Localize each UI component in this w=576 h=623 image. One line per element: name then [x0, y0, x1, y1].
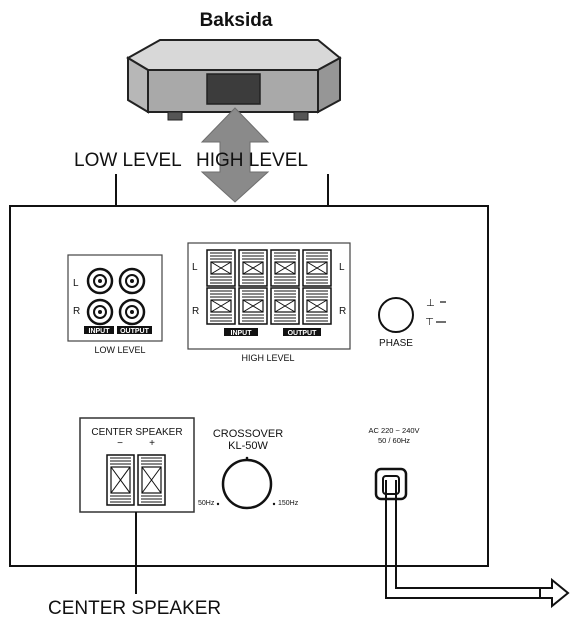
subwoofer-unit-illustration [126, 39, 342, 121]
center-speaker-terminal-title: CENTER SPEAKER [91, 427, 182, 438]
rca-jack-output-l[interactable] [118, 267, 146, 295]
low-level-input-tag: INPUT [89, 328, 111, 335]
high-level-terminal-bottom-2[interactable] [238, 287, 268, 325]
power-cord [385, 480, 540, 599]
high-level-left-r: R [192, 306, 199, 317]
center-speaker-callout: CENTER SPEAKER [48, 598, 221, 619]
crossover-knob[interactable] [221, 458, 273, 510]
low-level-callout: LOW LEVEL [74, 150, 182, 171]
high-level-terminal-bottom-3[interactable] [270, 287, 300, 325]
high-level-terminal-block[interactable] [206, 249, 332, 325]
high-level-input-tag: INPUT [231, 330, 253, 337]
crossover-max-label: 150Hz [278, 500, 299, 507]
rca-jack-output-r[interactable] [118, 298, 146, 326]
crossover-scale-dot-max [272, 502, 276, 506]
rca-jack-input-r[interactable] [86, 298, 114, 326]
high-level-terminal-bottom-1[interactable] [206, 287, 236, 325]
low-level-channel-l: L [73, 278, 79, 289]
crossover-scale-dot-min [216, 502, 220, 506]
high-level-right-r: R [339, 306, 346, 317]
center-speaker-terminal-group: CENTER SPEAKER − + [79, 417, 195, 513]
crossover-scale-dot-mid [245, 456, 249, 460]
center-speaker-terminal-minus[interactable] [106, 454, 135, 506]
crossover-title-line2: KL-50W [228, 440, 268, 452]
center-speaker-terminal-plus[interactable] [137, 454, 166, 506]
high-level-output-tag: OUTPUT [288, 330, 318, 337]
high-level-terminal-top-1[interactable] [206, 249, 236, 287]
rca-jack-input-l[interactable] [86, 267, 114, 295]
high-level-caption: HIGH LEVEL [241, 353, 294, 363]
high-level-callout: HIGH LEVEL [196, 150, 308, 171]
center-speaker-minus: − [117, 438, 123, 449]
crossover-title-line1: CROSSOVER [213, 428, 283, 440]
phase-switch[interactable] [378, 297, 414, 333]
title: Baksida [200, 10, 273, 31]
phase-label: PHASE [379, 338, 413, 349]
ac-input-line1: AC 220 ~ 240V [368, 426, 419, 435]
high-level-right-l: L [339, 262, 345, 273]
center-speaker-terminal-block[interactable] [106, 454, 166, 506]
low-level-output-tag: OUTPUT [120, 328, 150, 335]
phase-mark-bottom: ⊥ [425, 315, 434, 326]
low-level-channel-r: R [73, 306, 80, 317]
high-level-group: L R L R INPUT OUTPUT HIGH LEVEL [187, 242, 351, 364]
phase-mark-top: ⊥ [426, 298, 435, 309]
low-level-group: L R INPUT OUTPUT LOW LEVEL [67, 254, 163, 356]
power-cord-inlet [374, 467, 408, 501]
connection-arrow [200, 107, 270, 203]
power-cord-arrow-icon [539, 577, 570, 609]
low-level-caption: LOW LEVEL [94, 345, 145, 355]
ac-input-line2: 50 / 60Hz [378, 436, 410, 445]
high-level-terminal-top-3[interactable] [270, 249, 300, 287]
crossover-min-label: 50Hz [198, 500, 215, 507]
high-level-left-l: L [192, 262, 198, 273]
high-level-terminal-top-2[interactable] [238, 249, 268, 287]
center-speaker-plus: + [149, 438, 155, 449]
high-level-terminal-bottom-4[interactable] [302, 287, 332, 325]
high-level-terminal-top-4[interactable] [302, 249, 332, 287]
